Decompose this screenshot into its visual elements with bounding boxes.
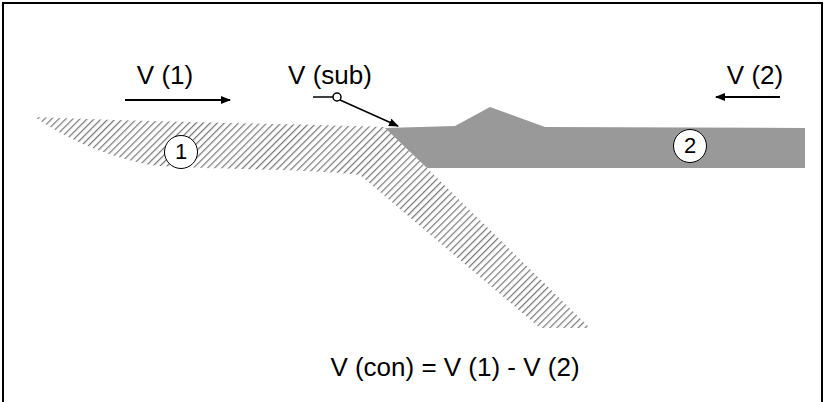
leader-dot bbox=[333, 93, 341, 101]
velocity-label: V (sub) bbox=[288, 61, 372, 90]
frame bbox=[3, 3, 822, 402]
velocity-arrow bbox=[125, 99, 230, 101]
callout-circle: 1 bbox=[164, 135, 198, 169]
leader-arrow bbox=[340, 100, 398, 126]
leader-line bbox=[313, 96, 333, 98]
formula-label: V (con) = V (1) - V (2) bbox=[330, 353, 579, 382]
callout-number: 1 bbox=[175, 141, 187, 163]
velocity-label: V (1) bbox=[137, 61, 193, 90]
velocity-label: V (2) bbox=[727, 61, 783, 90]
callout-number: 2 bbox=[684, 135, 696, 157]
overriding-plate bbox=[385, 107, 805, 168]
velocity-arrow bbox=[716, 96, 780, 98]
callout-circle: 2 bbox=[673, 129, 707, 163]
